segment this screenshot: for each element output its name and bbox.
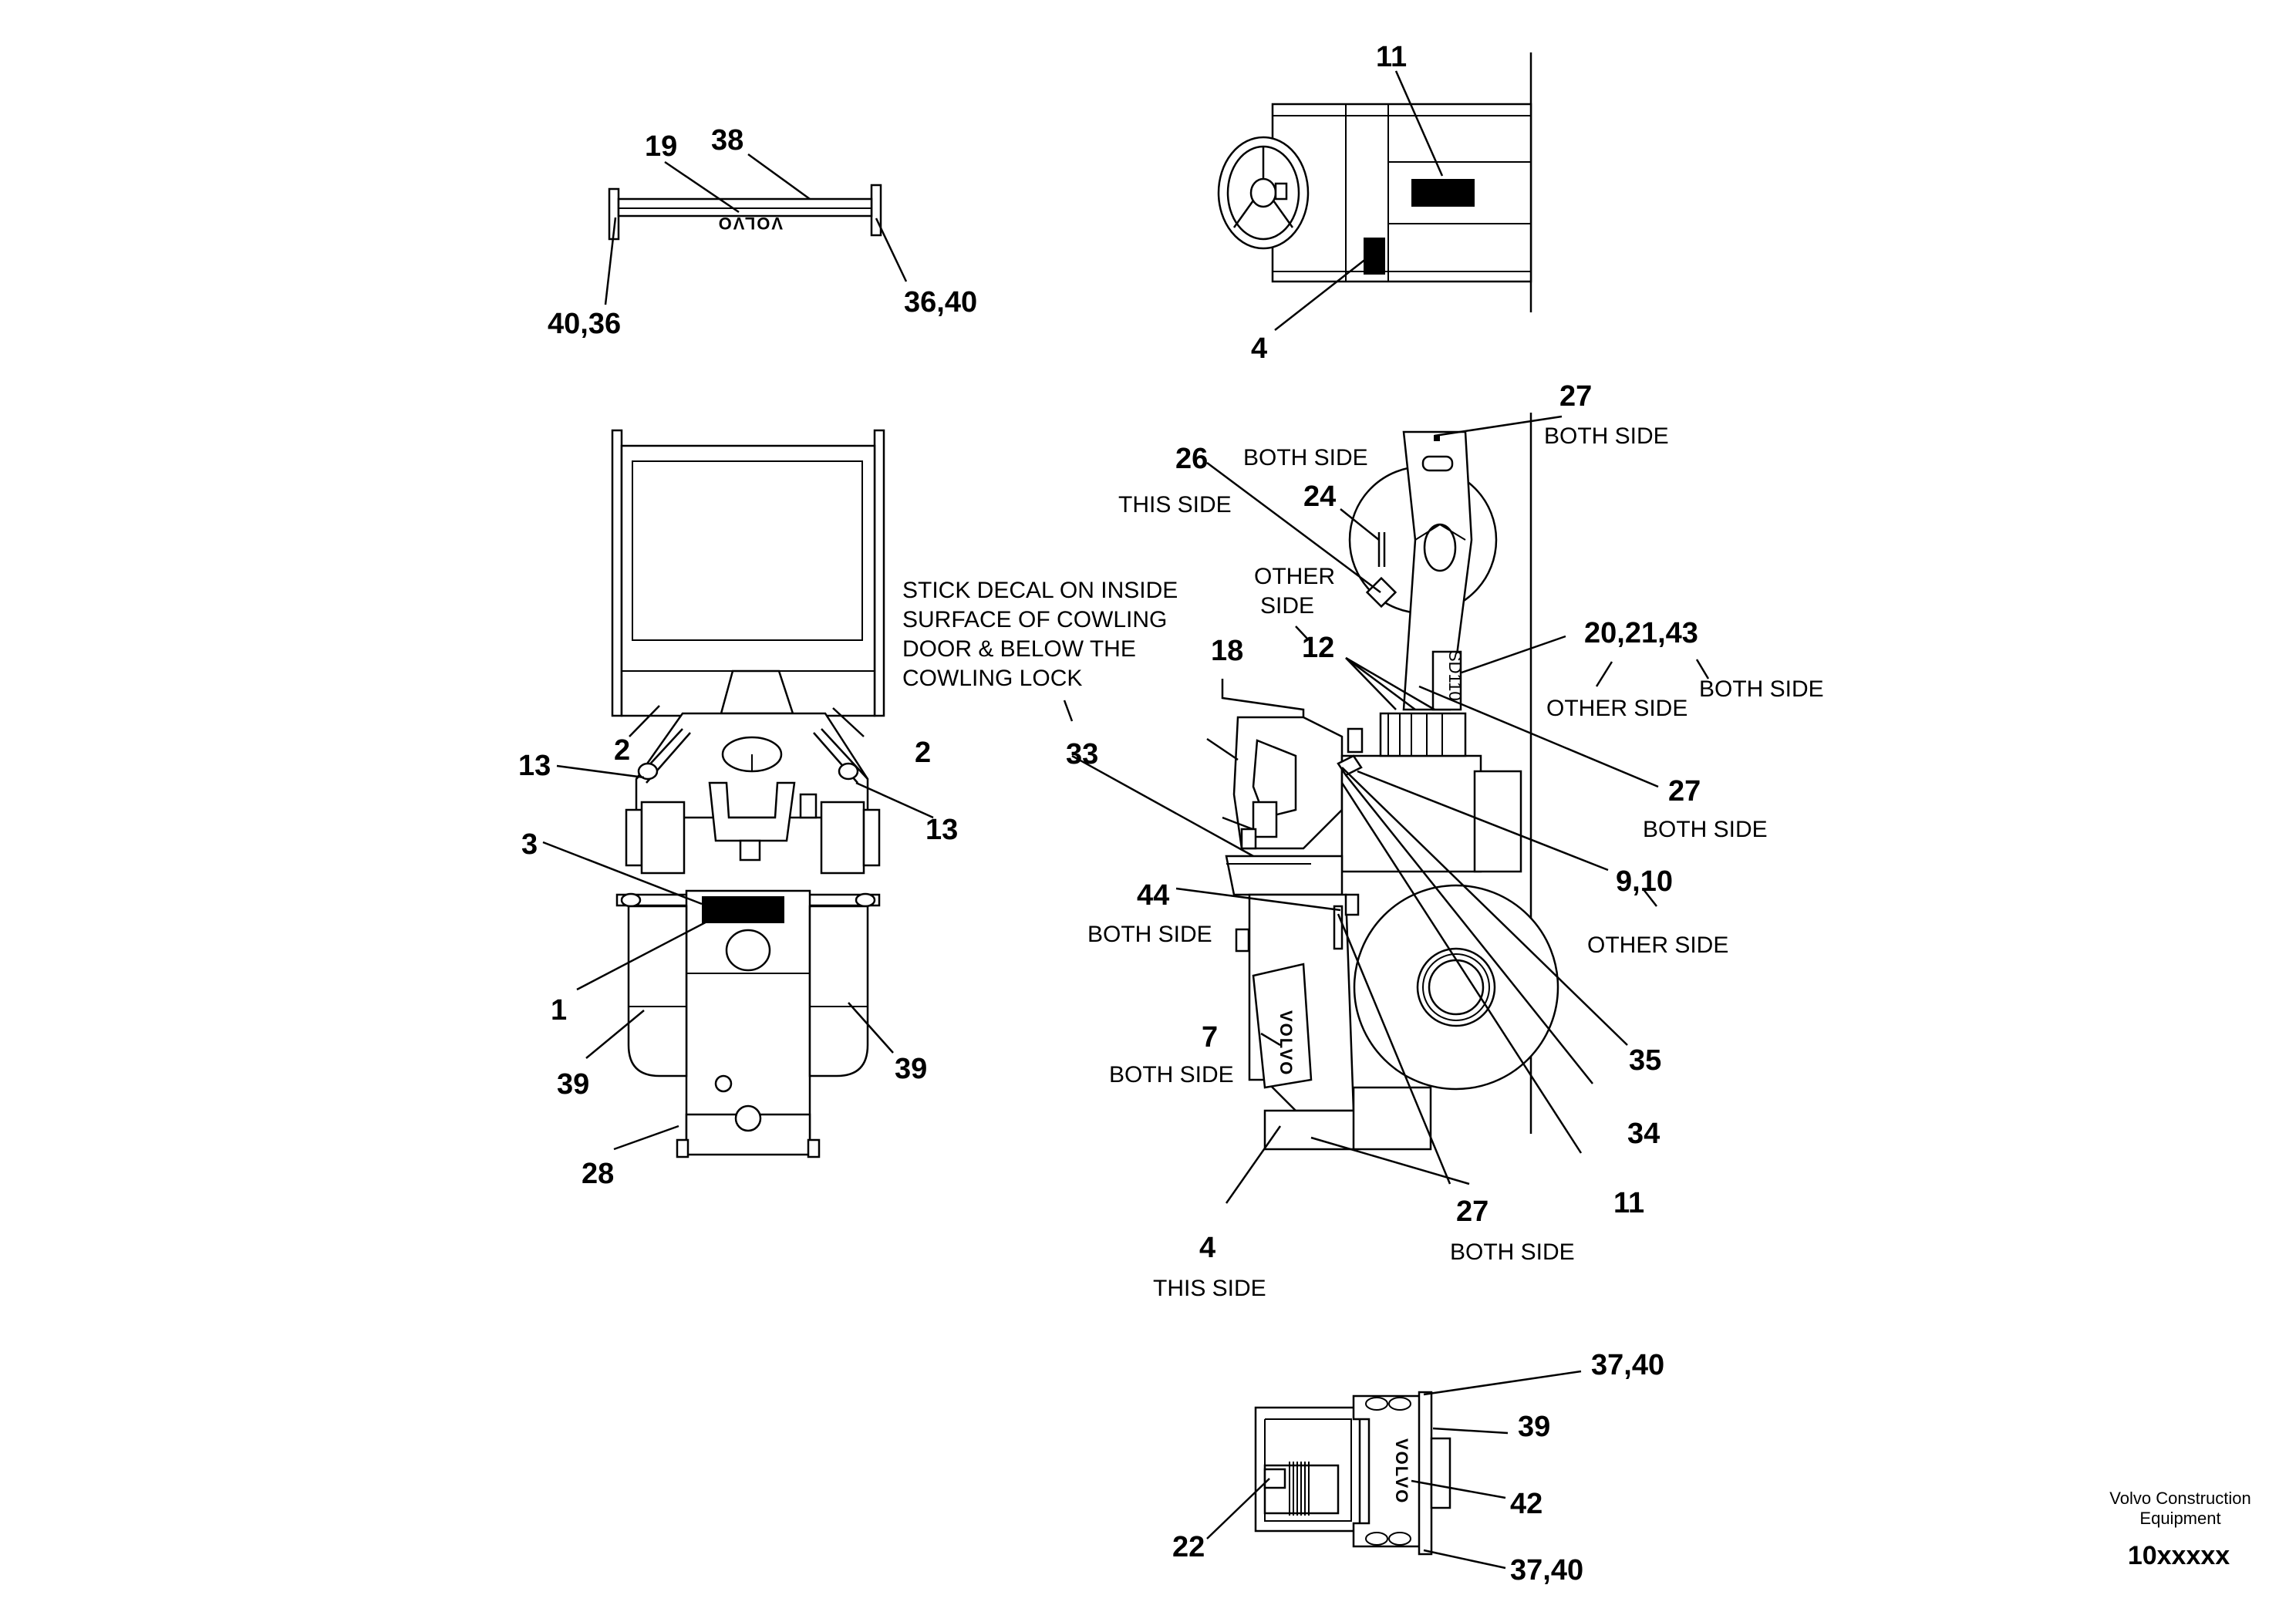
- engine-top-view: VOLVO: [1206, 1370, 1582, 1570]
- label-27-top-note: BOTH SIDE: [1544, 423, 1669, 449]
- label-34: 34: [1627, 1118, 1660, 1150]
- label-20-both-side: BOTH SIDE: [1699, 676, 1824, 702]
- rops-bar-view: VOLVO: [604, 153, 908, 305]
- label-20-21-43: 20,21,43: [1584, 617, 1698, 649]
- label-40-36: 40,36: [548, 308, 621, 340]
- label-4-side: 4: [1199, 1232, 1215, 1264]
- label-27-bottom-note: BOTH SIDE: [1450, 1239, 1575, 1265]
- label-37-40-bottom: 37,40: [1510, 1554, 1583, 1587]
- decal-1-3-front: [702, 896, 784, 923]
- label-39-right: 39: [895, 1053, 927, 1085]
- label-27-bottom: 27: [1456, 1195, 1489, 1228]
- label-other-side-line2: SIDE: [1260, 593, 1314, 619]
- label-13-right: 13: [925, 814, 958, 846]
- label-9-10: 9,10: [1616, 865, 1673, 898]
- rops-volvo-logo: VOLVO: [717, 214, 783, 233]
- label-27-mid-note: BOTH SIDE: [1643, 817, 1768, 842]
- label-2-left: 2: [614, 734, 630, 767]
- label-38: 38: [711, 124, 743, 157]
- label-42: 42: [1510, 1488, 1542, 1520]
- label-7-note: BOTH SIDE: [1109, 1062, 1234, 1088]
- radiator-grille: [1289, 1462, 1310, 1516]
- part-number: 10xxxxx: [2128, 1541, 2230, 1570]
- label-37-40-top: 37,40: [1591, 1349, 1664, 1381]
- engine-volvo-logo: VOLVO: [1392, 1438, 1411, 1504]
- company-line-1: Volvo Construction: [2109, 1489, 2250, 1508]
- machine-front-view: [542, 429, 934, 1158]
- operator-station-top-view: [1217, 52, 1532, 331]
- label-24-note: BOTH SIDE: [1243, 445, 1368, 470]
- note-line-1: STICK DECAL ON INSIDE: [902, 578, 1178, 603]
- decal-4-top: [1364, 238, 1385, 275]
- label-4-top: 4: [1251, 332, 1267, 365]
- label-22: 22: [1172, 1531, 1205, 1563]
- label-20-other-side: OTHER SIDE: [1546, 696, 1687, 721]
- label-26-note: THIS SIDE: [1118, 492, 1232, 518]
- label-other-side-line1: OTHER: [1254, 564, 1335, 589]
- label-24: 24: [1303, 481, 1336, 513]
- label-26: 26: [1175, 443, 1208, 475]
- machine-side-view: SD110 VOLVO: [1063, 413, 1710, 1204]
- label-39-left: 39: [557, 1068, 589, 1101]
- note-line-2: SURFACE OF COWLING: [902, 607, 1167, 632]
- label-2-right: 2: [915, 737, 931, 769]
- installation-note: STICK DECAL ON INSIDE SURFACE OF COWLING…: [902, 578, 1178, 691]
- label-27-top: 27: [1559, 380, 1592, 413]
- label-18: 18: [1211, 635, 1243, 667]
- label-11-top: 11: [1376, 41, 1407, 73]
- label-39-engine: 39: [1518, 1411, 1550, 1443]
- label-3: 3: [521, 828, 538, 861]
- label-4-side-note: THIS SIDE: [1153, 1276, 1266, 1301]
- label-28: 28: [582, 1158, 614, 1190]
- note-line-3: DOOR & BELOW THE: [902, 636, 1136, 662]
- label-44: 44: [1137, 879, 1169, 912]
- label-35: 35: [1629, 1044, 1661, 1077]
- label-36-40: 36,40: [904, 286, 977, 319]
- label-27-mid: 27: [1668, 775, 1701, 808]
- footer-block: Volvo Construction Equipment 10xxxxx: [2109, 1489, 2250, 1570]
- label-9-10-note: OTHER SIDE: [1587, 932, 1728, 958]
- label-1: 1: [551, 994, 567, 1027]
- company-line-2: Equipment: [2139, 1509, 2220, 1528]
- note-line-4: COWLING LOCK: [902, 666, 1082, 691]
- decal-11-top: [1411, 179, 1475, 207]
- label-11-side: 11: [1613, 1187, 1644, 1219]
- model-decal: SD110: [1445, 650, 1465, 701]
- fender-volvo-logo: VOLVO: [1276, 1010, 1296, 1076]
- label-12: 12: [1302, 632, 1334, 664]
- label-13-left: 13: [518, 750, 551, 782]
- label-33: 33: [1066, 738, 1098, 771]
- label-19: 19: [645, 130, 677, 163]
- label-7: 7: [1202, 1021, 1218, 1054]
- label-44-note: BOTH SIDE: [1087, 922, 1212, 947]
